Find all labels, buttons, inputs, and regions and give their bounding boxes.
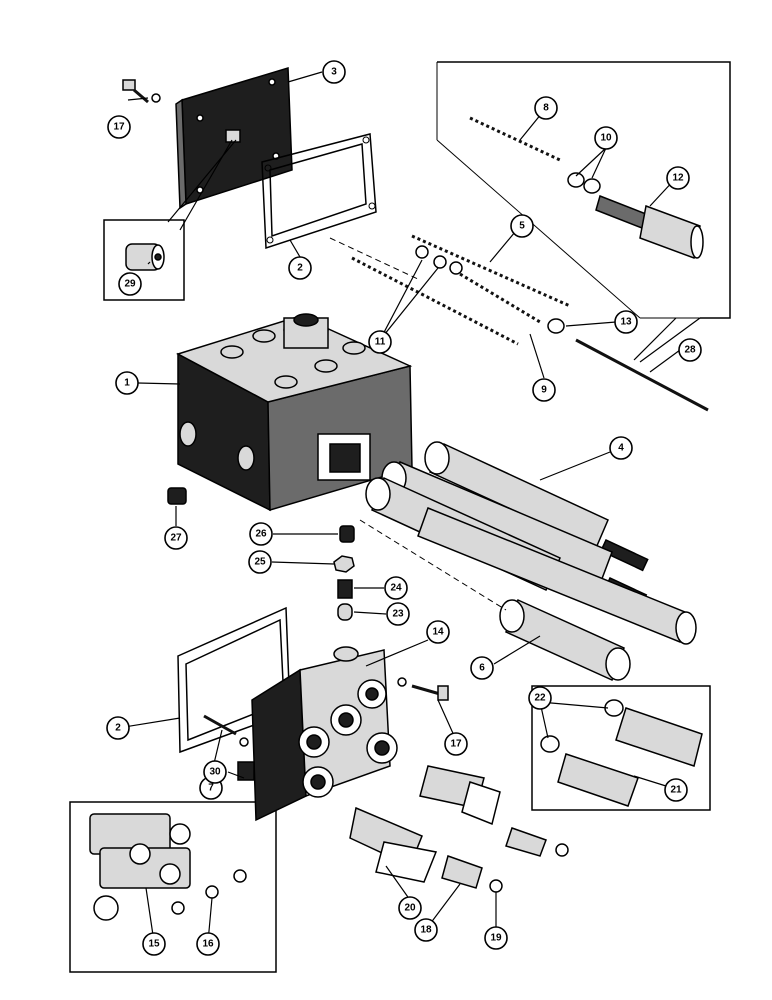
callout-5: 5 [510, 214, 534, 238]
plug [125, 243, 165, 271]
spool-6 [499, 598, 631, 682]
callout-2b: 2 [106, 716, 130, 740]
callout-16: 16 [196, 932, 220, 956]
callout-2a: 2 [288, 256, 312, 280]
callout-1-label: 1 [124, 378, 130, 389]
callout-13-label: 13 [620, 317, 632, 328]
spring-11 [351, 256, 519, 346]
callout-4: 4 [609, 436, 633, 460]
callout-12-label: 12 [672, 173, 684, 184]
callout-7-label: 7 [208, 783, 214, 794]
callout-27: 27 [164, 526, 188, 550]
callout-3-label: 3 [331, 67, 337, 78]
spring-8 [469, 116, 561, 162]
inset-box-ports [69, 801, 277, 973]
callout-14: 14 [426, 620, 450, 644]
screw-top [122, 79, 161, 104]
callout-20-label: 20 [404, 903, 416, 914]
callout-8: 8 [534, 96, 558, 120]
washer-13 [547, 318, 565, 334]
callout-1: 1 [115, 371, 139, 395]
callout-6: 6 [470, 656, 494, 680]
callout-24-label: 24 [390, 583, 402, 594]
spring-24 [337, 579, 353, 599]
sleeve-18 [441, 827, 547, 889]
fitting-20 [349, 806, 438, 883]
callout-2b-label: 2 [115, 723, 121, 734]
inset-box-fittings [531, 685, 711, 811]
callout-11-label: 11 [375, 337, 386, 348]
fitting-26 [339, 525, 355, 543]
callout-3: 3 [322, 60, 346, 84]
callout-25-label: 25 [254, 557, 266, 568]
callout-8-label: 8 [543, 103, 549, 114]
inset-box-spring-detail [436, 61, 731, 363]
callout-23-label: 23 [392, 609, 404, 620]
callout-21: 21 [664, 778, 688, 802]
spool-4 [417, 507, 697, 645]
callout-30-label: 30 [209, 767, 221, 778]
lower-body [203, 646, 398, 822]
callout-29: 29 [118, 272, 142, 296]
callout-6-label: 6 [479, 663, 485, 674]
cover-plate [167, 67, 293, 231]
washers-11 [415, 245, 463, 275]
callout-12: 12 [666, 166, 690, 190]
spring-9 [459, 272, 541, 324]
inset-box-plug [103, 219, 185, 301]
screw-lower [397, 677, 449, 701]
callout-22-label: 22 [534, 693, 546, 704]
callout-18-label: 18 [420, 925, 432, 936]
callout-19-label: 19 [490, 933, 502, 944]
callout-9: 9 [532, 378, 556, 402]
oring-22 [540, 699, 624, 753]
callout-14-label: 14 [432, 627, 444, 638]
valve-body [176, 313, 413, 512]
fitting-21 [557, 707, 703, 807]
callout-15: 15 [142, 932, 166, 956]
fitting-adapter [419, 765, 501, 826]
ports-inset-parts [89, 813, 247, 921]
ball-23 [337, 603, 353, 621]
callout-5-label: 5 [519, 221, 525, 232]
callout-18: 18 [414, 918, 438, 942]
callout-4-label: 4 [618, 443, 624, 454]
spool-1 [424, 441, 649, 572]
spring-5 [411, 234, 571, 308]
callout-13: 13 [614, 310, 638, 334]
callout-25: 25 [248, 550, 272, 574]
callout-21-label: 21 [670, 785, 682, 796]
callout-9-label: 9 [541, 385, 547, 396]
callout-17b: 17 [444, 732, 468, 756]
callout-28: 28 [678, 338, 702, 362]
plunger-12 [595, 195, 704, 260]
rod-28 [575, 338, 709, 412]
callout-26-label: 26 [255, 529, 267, 540]
callout-29-label: 29 [124, 279, 136, 290]
callout-10-label: 10 [600, 133, 612, 144]
callout-26: 26 [249, 522, 273, 546]
callout-17a-label: 17 [113, 122, 125, 133]
callout-30: 30 [203, 760, 227, 784]
washers-10 [567, 172, 601, 194]
callout-16-label: 16 [202, 939, 214, 950]
callout-19: 19 [484, 926, 508, 950]
callout-15-label: 15 [148, 939, 160, 950]
callout-22: 22 [528, 686, 552, 710]
callout-17a: 17 [107, 115, 131, 139]
callout-27-label: 27 [170, 533, 182, 544]
callout-23: 23 [386, 602, 410, 626]
callout-2a-label: 2 [297, 263, 303, 274]
callout-11: 11 [368, 330, 392, 354]
callout-28-label: 28 [684, 345, 696, 356]
oring-19 [489, 843, 569, 893]
gasket-top [261, 133, 377, 250]
valve-25 [333, 555, 355, 573]
callout-24: 24 [384, 576, 408, 600]
callout-10: 10 [594, 126, 618, 150]
callout-20: 20 [398, 896, 422, 920]
callout-17b-label: 17 [450, 739, 462, 750]
plug-27 [167, 487, 187, 505]
